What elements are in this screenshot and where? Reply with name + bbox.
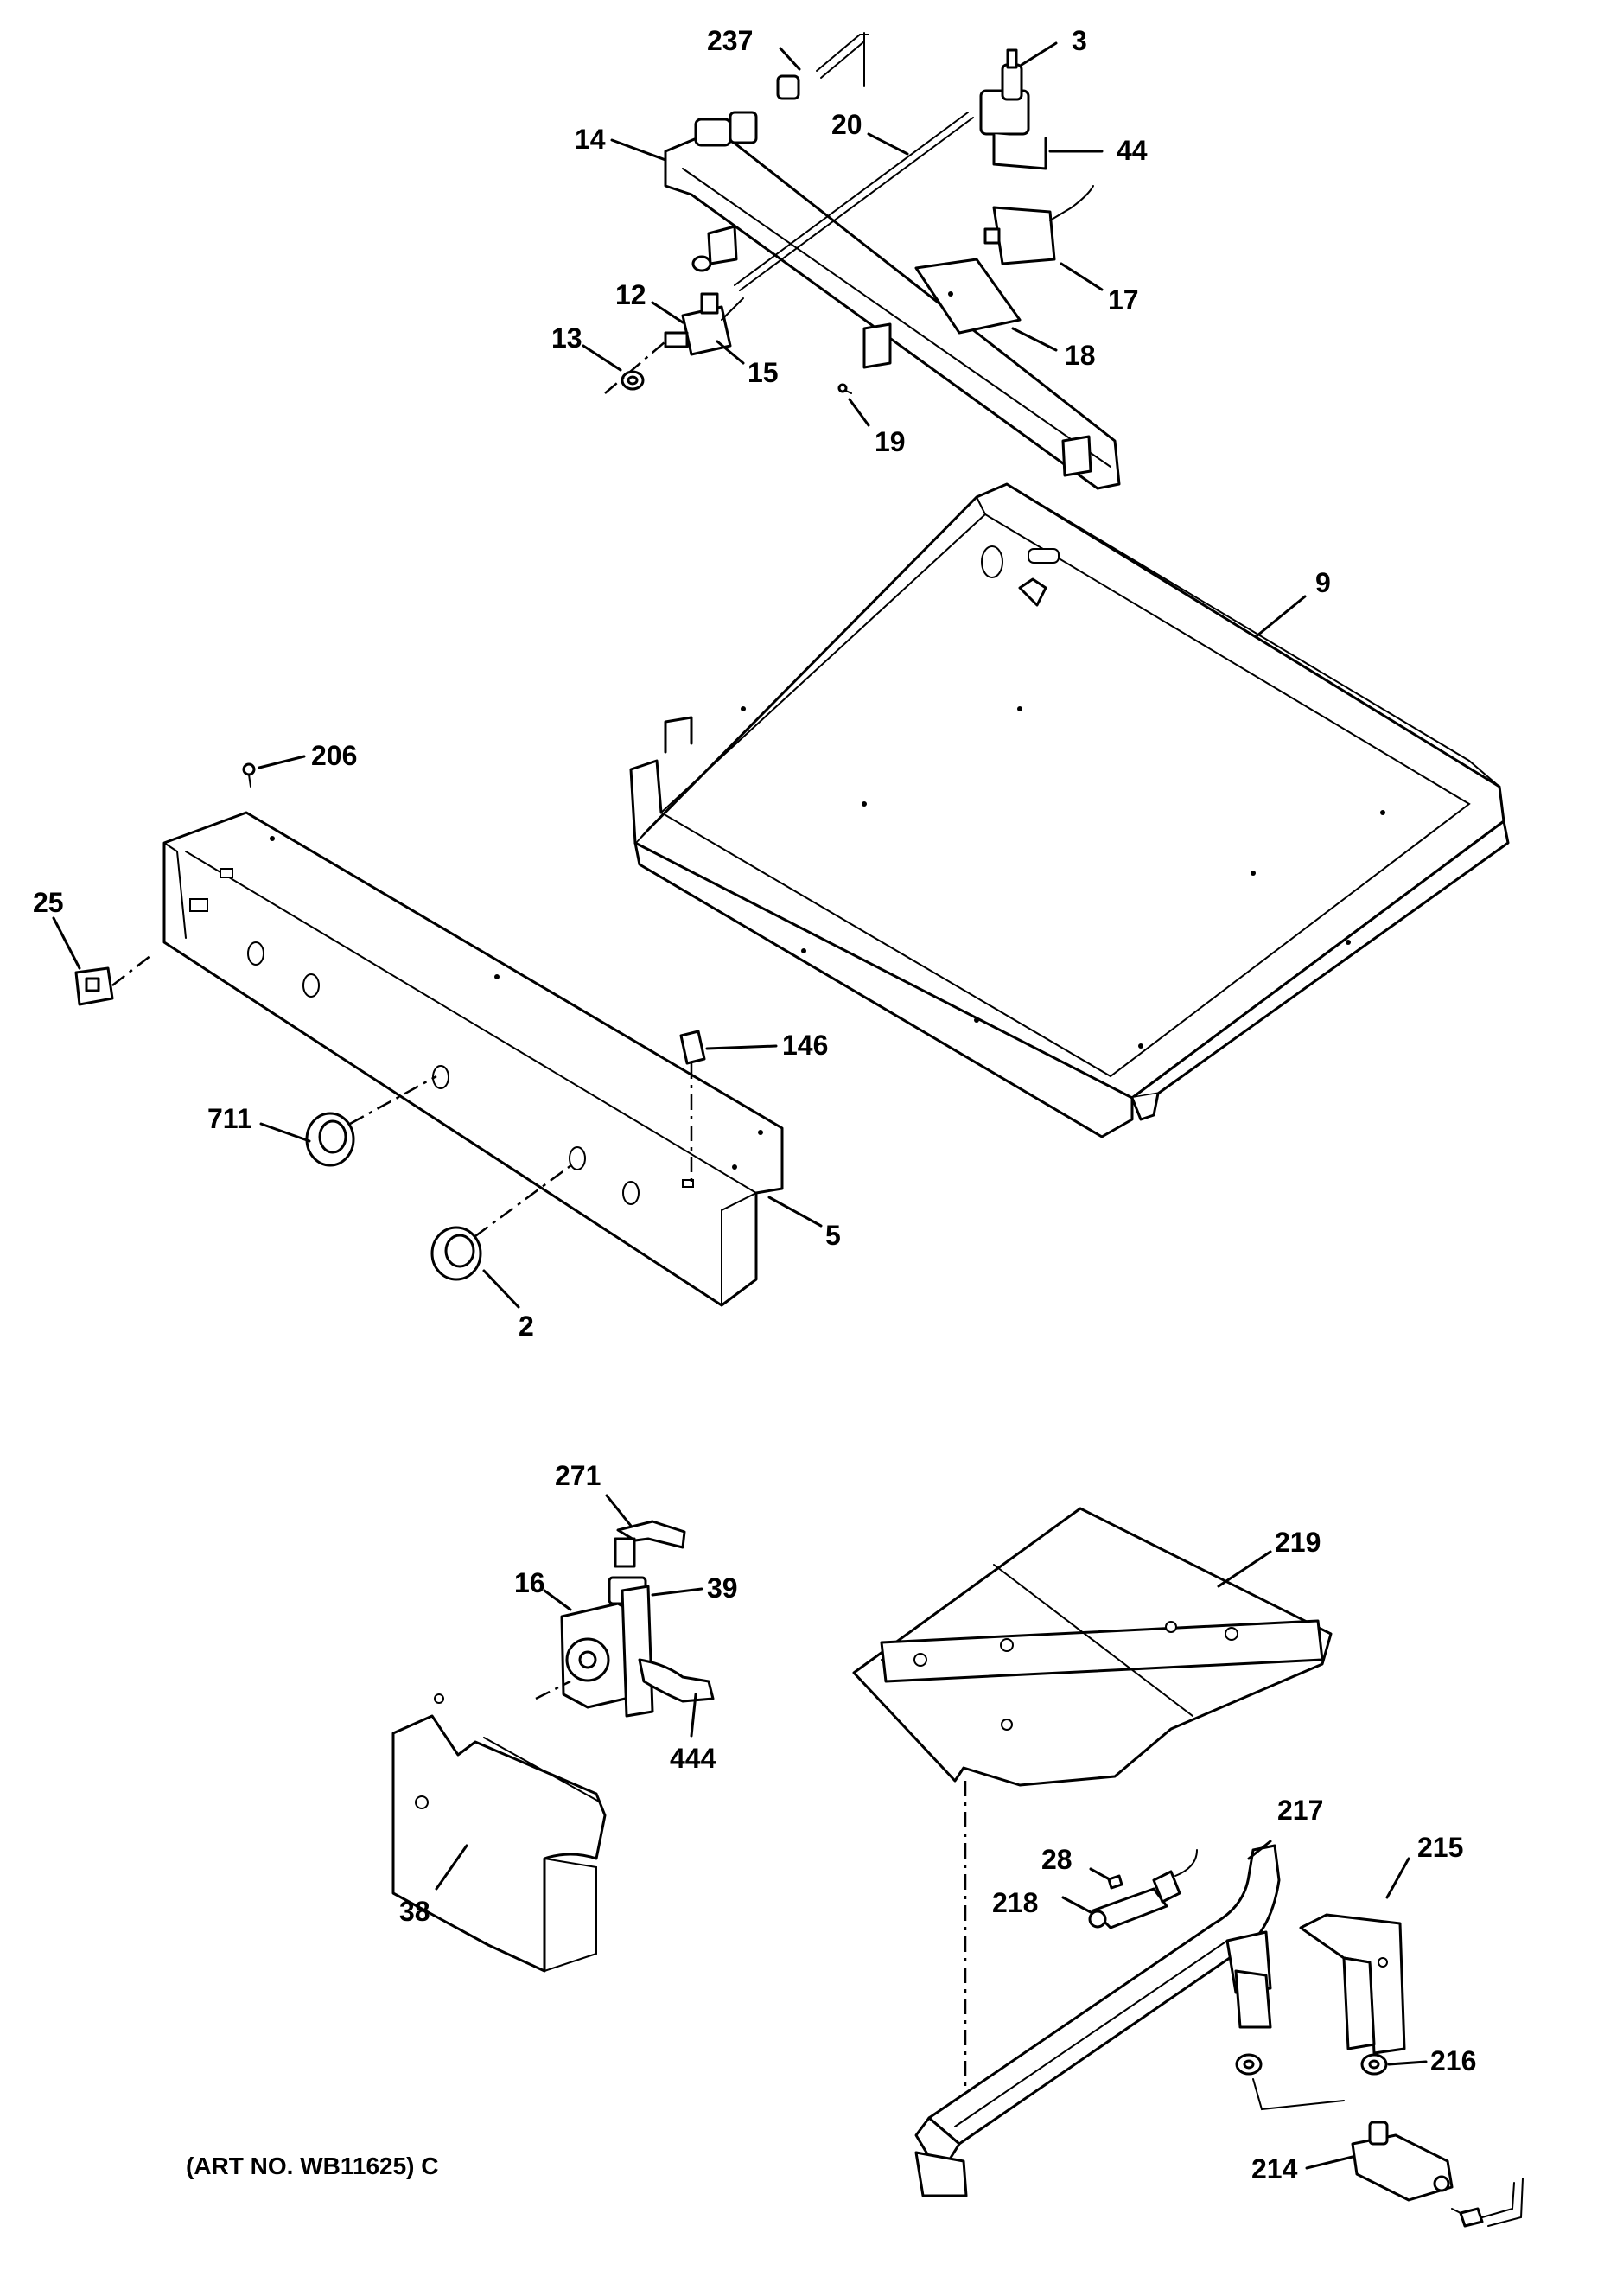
callout-20: 20 [831,109,862,140]
callout-14: 14 [575,124,606,155]
callout-216: 216 [1430,2045,1476,2076]
callout-215: 215 [1417,1832,1463,1863]
callout-12: 12 [615,279,646,310]
callout-2: 2 [519,1311,534,1342]
callout-5: 5 [825,1220,841,1251]
callout-237: 237 [707,25,753,56]
callout-leaders [52,41,1428,2170]
callout-38: 38 [399,1896,430,1927]
callout-271: 271 [555,1460,601,1491]
callout-217: 217 [1277,1795,1323,1826]
burner-box-panel [629,482,1510,1138]
callout-25: 25 [33,887,64,918]
callout-206: 206 [311,740,357,771]
callout-labels: 237 3 20 14 44 17 12 13 15 18 19 9 206 2… [33,25,1476,2184]
callout-17: 17 [1108,284,1139,316]
callout-39: 39 [707,1572,738,1604]
regulator-assembly [391,1520,715,1973]
callout-19: 19 [875,426,906,457]
callout-15: 15 [748,357,779,388]
callout-711: 711 [207,1103,252,1134]
callout-13: 13 [551,322,582,354]
callout-3: 3 [1072,25,1087,56]
callout-214: 214 [1251,2153,1298,2184]
callout-219: 219 [1275,1527,1321,1558]
callout-16: 16 [514,1567,545,1598]
callout-218: 218 [992,1887,1038,1918]
manifold-assembly [604,32,1121,490]
callout-444: 444 [670,1743,716,1774]
broil-burner-assembly [852,1507,1524,2228]
callout-44: 44 [1117,135,1148,166]
callout-9: 9 [1315,567,1331,598]
callout-28: 28 [1041,1844,1073,1875]
art-number: (ART NO. WB11625) C [186,2152,439,2179]
control-panel [74,762,784,1307]
callout-146: 146 [782,1030,828,1061]
callout-18: 18 [1065,340,1096,371]
